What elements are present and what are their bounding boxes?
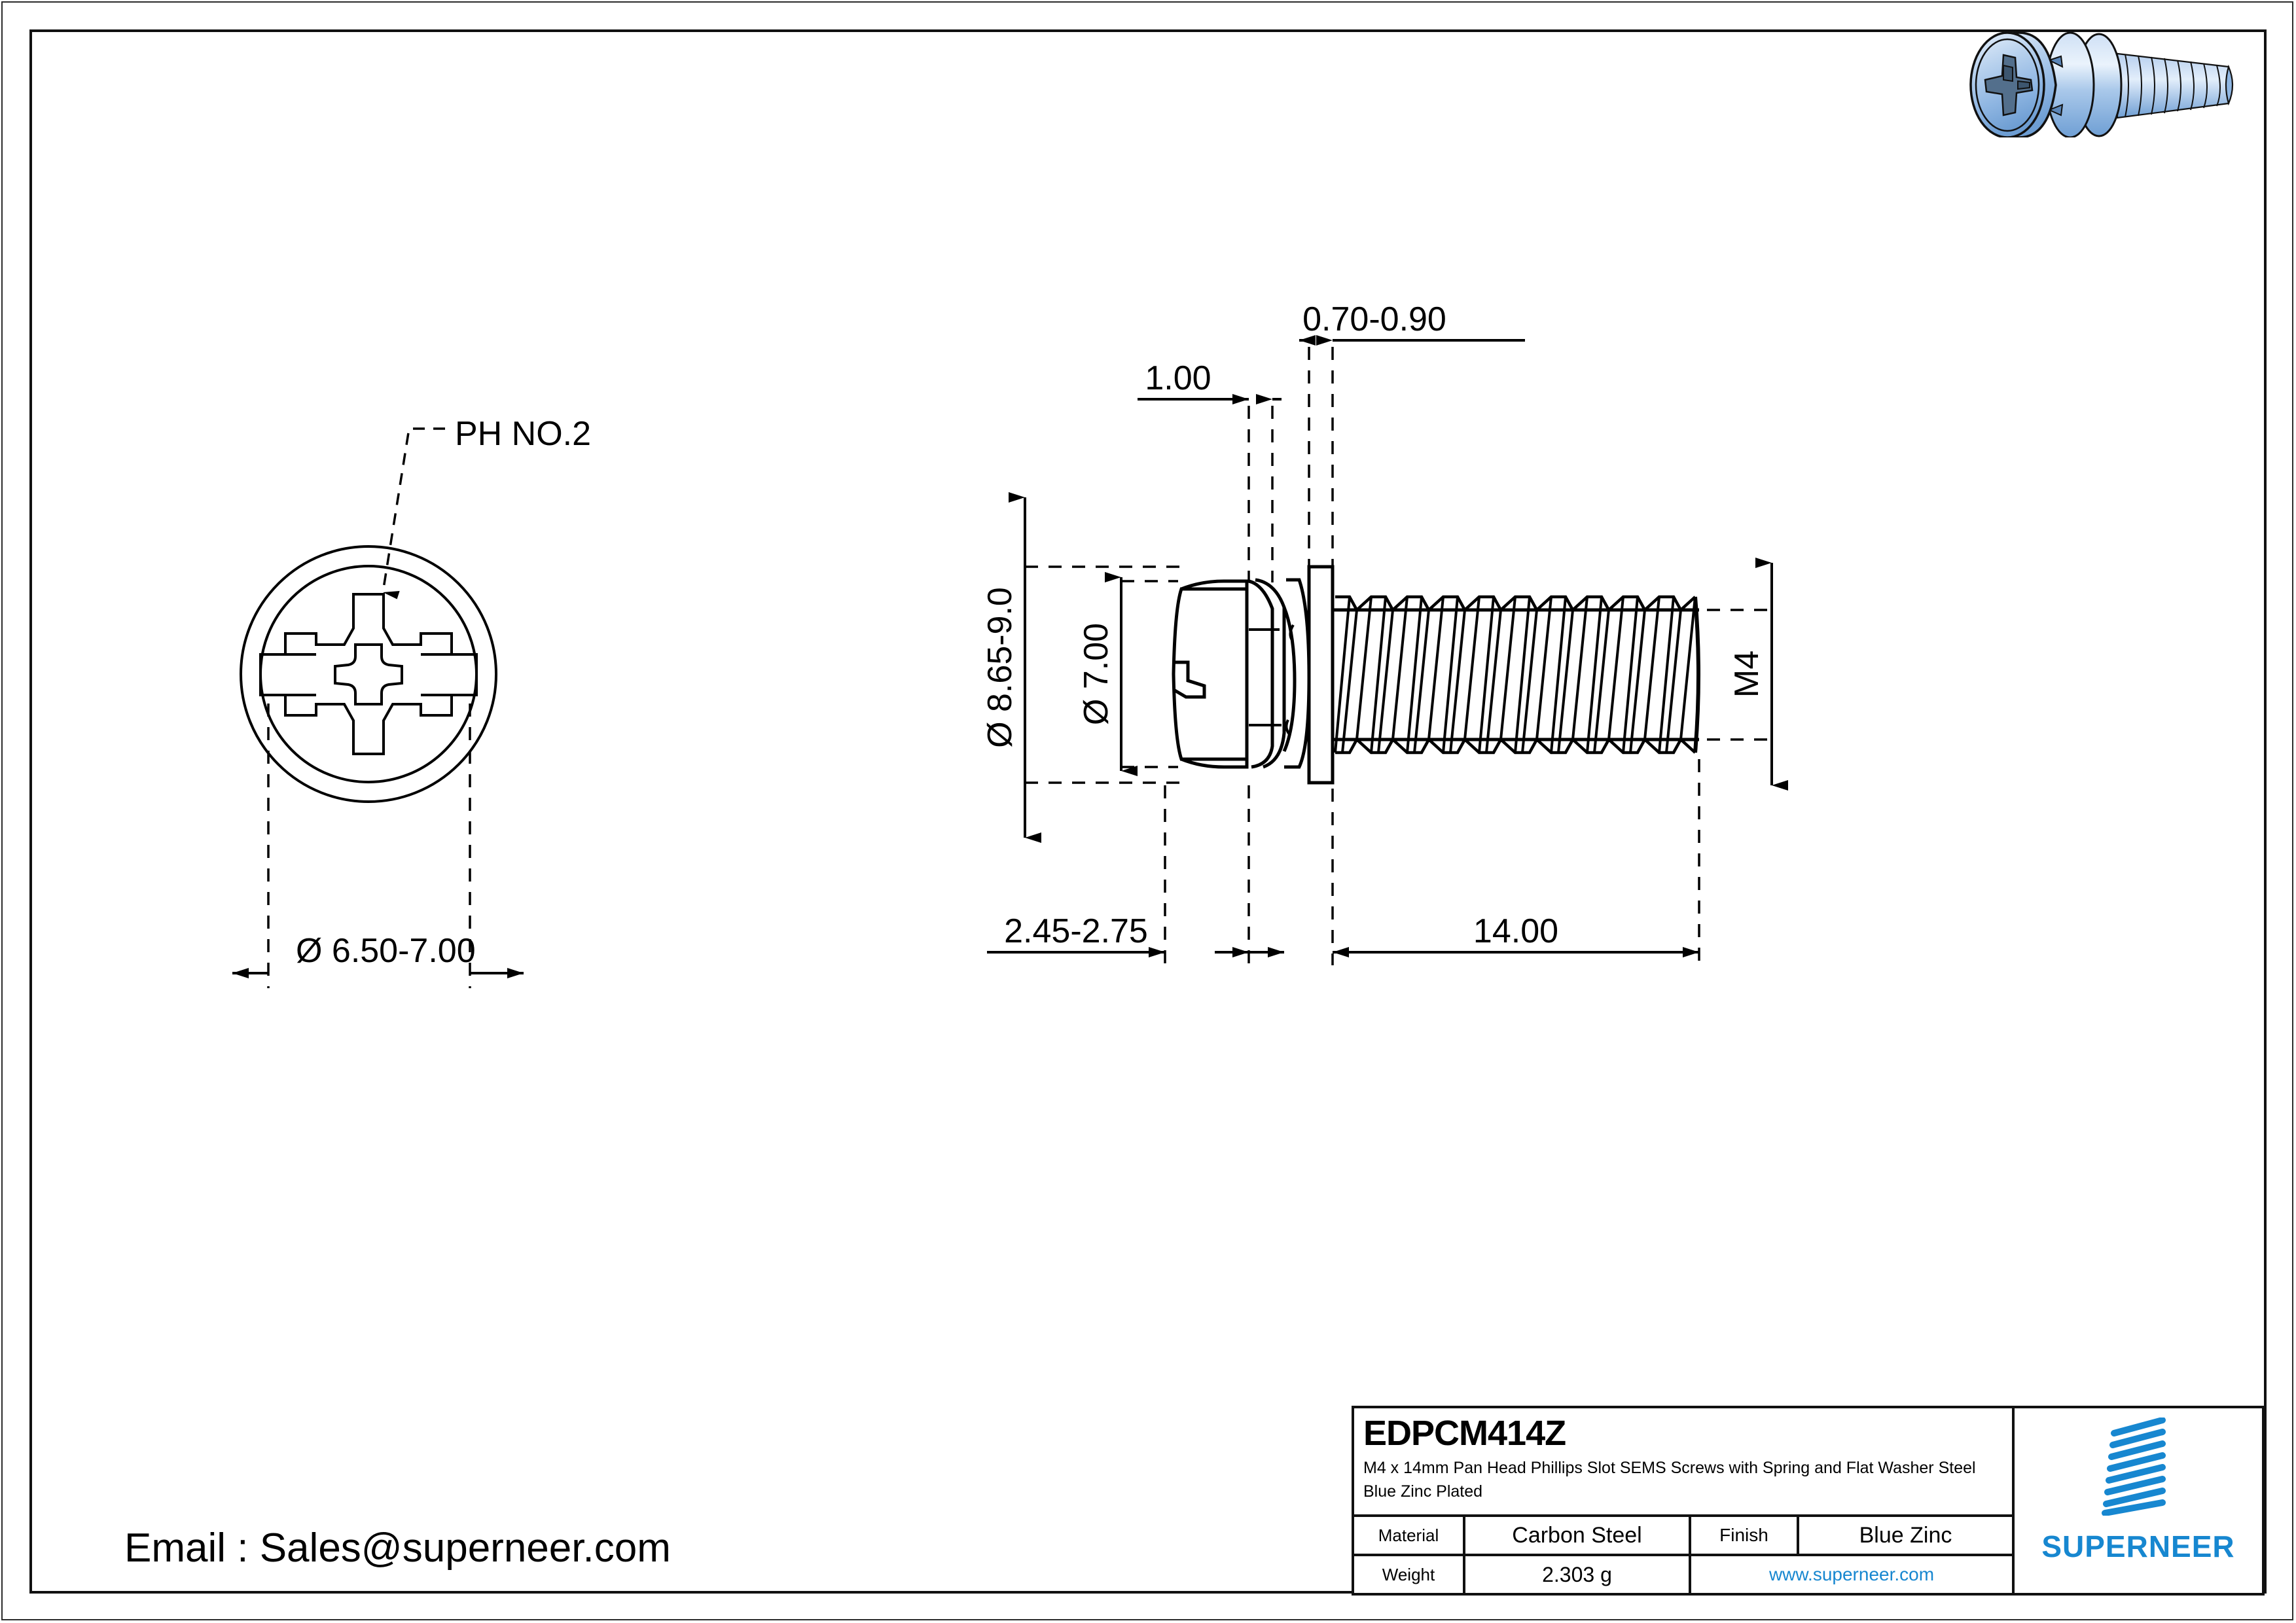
dim-outer-diameter: Ø 8.65-9.0 [981, 587, 1019, 748]
title-block: EDPCM414Z M4 x 14mm Pan Head Phillips Sl… [1352, 1406, 2265, 1596]
material-value: Carbon Steel [1465, 1517, 1691, 1554]
finish-label: Finish [1691, 1517, 1799, 1554]
dim-head-height: 2.45-2.75 [1004, 912, 1148, 950]
finish-value: Blue Zinc [1859, 1522, 1952, 1548]
material-row: Material Carbon Steel Finish Blue Zinc [1354, 1517, 2012, 1556]
website-link[interactable]: www.superneer.com [1768, 1564, 1935, 1584]
weight-value: 2.303 g [1465, 1556, 1691, 1593]
dim-thread-size: M4 [1728, 651, 1766, 698]
dim-washer-thickness: 0.70-0.90 [1302, 300, 1446, 338]
superneer-bars-logo-icon [2102, 1418, 2166, 1516]
dim-head-dia-side: Ø 7.00 [1077, 623, 1115, 725]
title-block-description-area: EDPCM414Z M4 x 14mm Pan Head Phillips Sl… [1354, 1408, 2012, 1517]
brand-name: SUPERNEER [2041, 1529, 2235, 1563]
weight-label: Weight [1354, 1556, 1465, 1593]
dim-spring-washer: 1.00 [1145, 359, 1211, 397]
part-description: M4 x 14mm Pan Head Phillips Slot SEMS Sc… [1363, 1458, 1976, 1501]
screw-3d-render [1969, 31, 2234, 137]
dim-head-diameter: Ø 6.50-7.00 [296, 932, 476, 970]
dim-thread-length: 14.00 [1473, 912, 1558, 950]
part-number: EDPCM414Z [1363, 1414, 1566, 1453]
dim-ph-no2: PH NO.2 [455, 415, 591, 453]
weight-row: Weight 2.303 g www.superneer.com [1354, 1556, 2012, 1593]
sheet-inner-frame [29, 29, 2267, 1594]
contact-email: Email : Sales@superneer.com [124, 1525, 671, 1571]
title-block-info: EDPCM414Z M4 x 14mm Pan Head Phillips Sl… [1354, 1408, 2015, 1593]
material-label: Material [1354, 1517, 1465, 1554]
brand-area: SUPERNEER [2015, 1408, 2262, 1593]
